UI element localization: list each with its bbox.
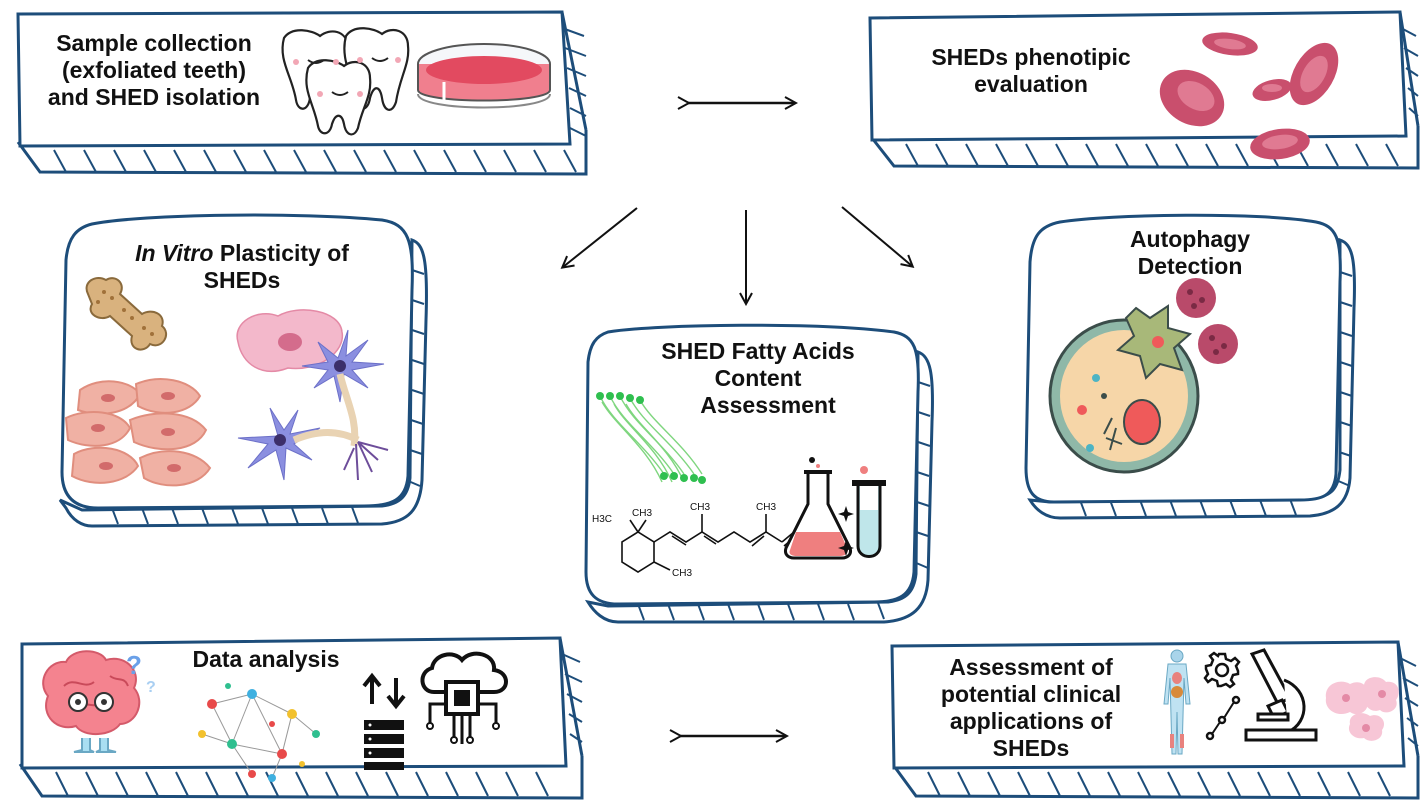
bone-icon [85, 276, 168, 351]
molecule-structure: CH3 CH3 CH3 CH3 H3C O [592, 502, 804, 579]
data-analysis-box: Data analysis ? ? [16, 634, 590, 802]
neuron-icon [237, 329, 389, 481]
cells-icon [1325, 677, 1399, 741]
server-icon [362, 672, 406, 770]
network-icon [198, 683, 320, 782]
svg-text:CH3: CH3 [632, 508, 652, 519]
flask-icon [784, 457, 852, 560]
sample-collection-box: Sample collection(exfoliated teeth)and S… [14, 8, 592, 178]
svg-text:CH3: CH3 [756, 502, 776, 513]
arrow-to-autophagy [841, 206, 912, 266]
plasticity-box: In Vitro Plasticity of SHEDs [52, 210, 432, 530]
gear-icon [1203, 651, 1241, 689]
svg-text:CH3: CH3 [690, 502, 710, 513]
svg-text:?: ? [146, 679, 156, 696]
svg-text:H3C: H3C [592, 514, 612, 525]
autophagy-cell-icon [1048, 278, 1238, 474]
epithelial-cells-icon [64, 378, 212, 487]
sparkle-icon [838, 506, 854, 556]
red-blood-cell-icon [1159, 32, 1339, 160]
cloud-chip-icon [420, 651, 508, 744]
test-tube-icon [852, 466, 886, 558]
stem-cell-icon [236, 309, 344, 373]
petri-dish-icon [417, 43, 551, 109]
data-analysis-title: Data analysis [192, 646, 340, 672]
tooth-icon [281, 27, 410, 136]
svg-text:CH3: CH3 [672, 568, 692, 579]
svg-text:?: ? [126, 650, 142, 680]
plasticity-title: In Vitro Plasticity of SHEDs [135, 240, 349, 293]
human-body-icon [1163, 649, 1191, 755]
microscope-icon [1205, 648, 1318, 742]
sample-collection-title: Sample collection(exfoliated teeth)and S… [47, 30, 261, 110]
lipid-bilayer-icon [596, 392, 706, 484]
brain-icon: ? ? [42, 650, 156, 753]
arrow-to-plasticity [563, 207, 638, 267]
